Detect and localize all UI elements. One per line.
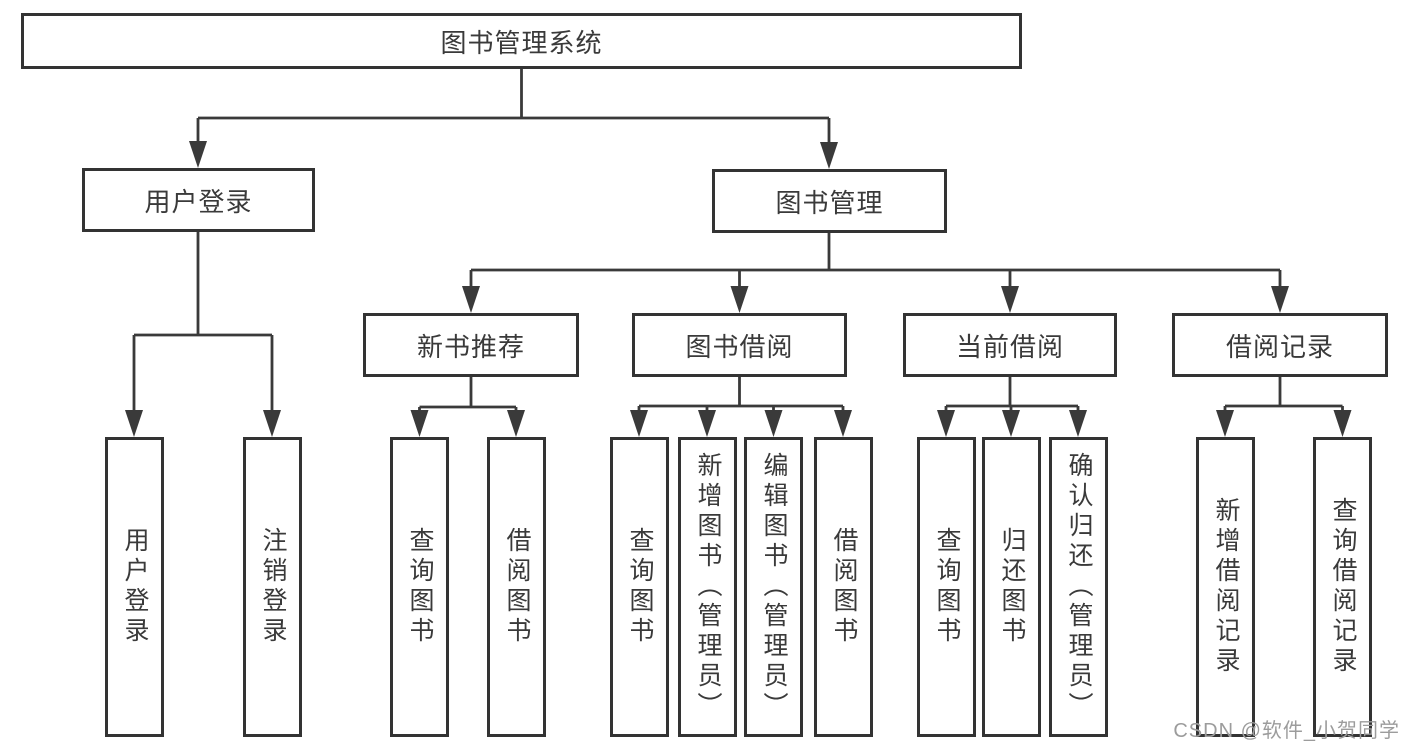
node-library-system: 图书管理系统 <box>21 13 1022 69</box>
leaf-cb-query-books-label: 查询图书 <box>933 527 961 647</box>
node-current-borrowing: 当前借阅 <box>903 313 1117 377</box>
edge-current-borrowing-to-leaves <box>937 377 1087 437</box>
edge-root-to-level2 <box>189 69 838 169</box>
leaf-cb-query-books: 查询图书 <box>917 437 976 737</box>
leaf-br-add-record-label: 新增借阅记录 <box>1212 497 1240 677</box>
node-user-login-label: 用户登录 <box>144 186 253 217</box>
node-borrow-records-label: 借阅记录 <box>1225 331 1334 362</box>
edge-new-book-recommend-to-leaves <box>410 377 525 437</box>
leaf-bb-edit-books-admin-label: 编辑图书（管理员） <box>760 452 788 722</box>
leaf-nbr-borrow-books: 借阅图书 <box>487 437 546 737</box>
leaf-bb-add-books-admin-label: 新增图书（管理员） <box>694 452 722 722</box>
watermark: CSDN @软件_小贺同学 <box>1173 720 1400 742</box>
leaf-user-login-label: 用户登录 <box>121 527 149 647</box>
node-book-management: 图书管理 <box>712 169 947 233</box>
leaf-bb-add-books-admin: 新增图书（管理员） <box>678 437 737 737</box>
leaf-br-add-record: 新增借阅记录 <box>1196 437 1255 737</box>
leaf-bb-query-books-label: 查询图书 <box>626 527 654 647</box>
leaf-br-query-record: 查询借阅记录 <box>1313 437 1372 737</box>
leaf-nbr-borrow-books-label: 借阅图书 <box>503 527 531 647</box>
node-user-login: 用户登录 <box>82 168 315 232</box>
node-book-borrowing: 图书借阅 <box>632 313 847 377</box>
edge-user-login-to-leaves <box>125 232 281 437</box>
leaf-bb-borrow-books-label: 借阅图书 <box>830 527 858 647</box>
leaf-cb-return-books-label: 归还图书 <box>998 527 1026 647</box>
leaf-br-query-record-label: 查询借阅记录 <box>1329 497 1357 677</box>
leaf-logout-label: 注销登录 <box>259 527 287 647</box>
edge-borrow-records-to-leaves <box>1216 377 1352 437</box>
node-new-book-recommend-label: 新书推荐 <box>416 331 525 362</box>
leaf-cb-confirm-return-admin: 确认归还（管理员） <box>1049 437 1108 737</box>
leaf-user-login: 用户登录 <box>105 437 164 737</box>
node-borrow-records: 借阅记录 <box>1172 313 1388 377</box>
leaf-cb-confirm-return-admin-label: 确认归还（管理员） <box>1065 452 1093 722</box>
node-library-system-label: 图书管理系统 <box>440 27 603 58</box>
node-book-management-label: 图书管理 <box>775 187 884 218</box>
edge-book-borrowing-to-leaves <box>630 377 852 437</box>
leaf-bb-query-books: 查询图书 <box>610 437 669 737</box>
node-book-borrowing-label: 图书借阅 <box>685 331 794 362</box>
edge-book-management-to-level3 <box>462 233 1289 313</box>
leaf-nbr-query-books: 查询图书 <box>390 437 449 737</box>
leaf-bb-edit-books-admin: 编辑图书（管理员） <box>744 437 803 737</box>
node-new-book-recommend: 新书推荐 <box>363 313 579 377</box>
leaf-cb-return-books: 归还图书 <box>982 437 1041 737</box>
node-current-borrowing-label: 当前借阅 <box>955 331 1064 362</box>
leaf-bb-borrow-books: 借阅图书 <box>814 437 873 737</box>
leaf-logout: 注销登录 <box>243 437 302 737</box>
leaf-nbr-query-books-label: 查询图书 <box>406 527 434 647</box>
